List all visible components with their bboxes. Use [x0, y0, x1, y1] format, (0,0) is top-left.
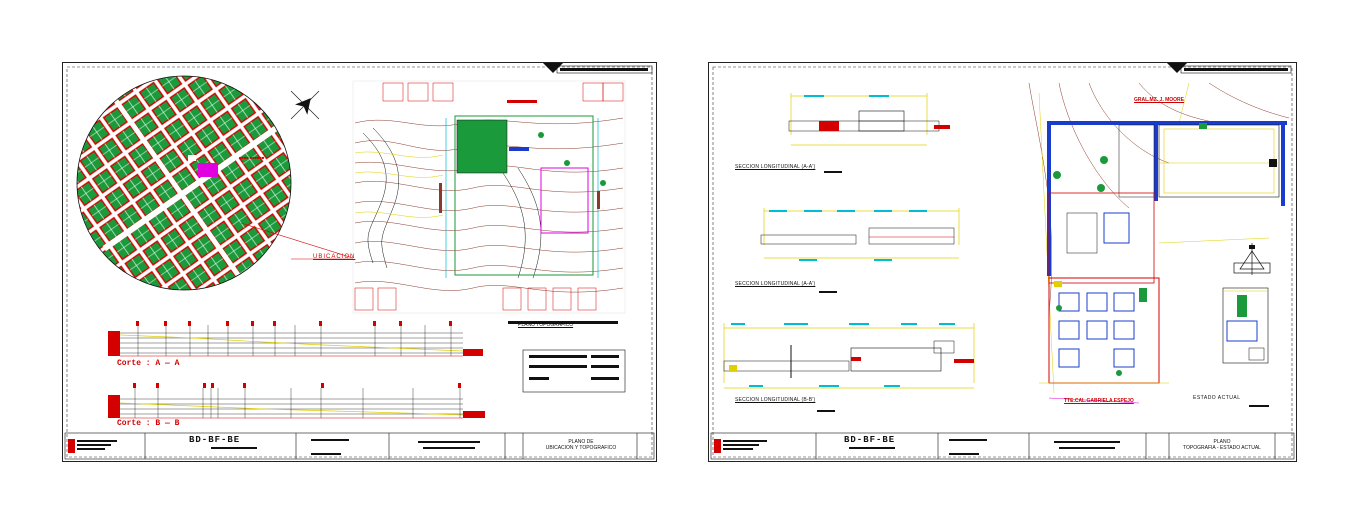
sheet-1-title-line2: UBICACION Y TOPOGRAFICO [545, 445, 617, 451]
topographic-plan [352, 80, 626, 324]
estado-actual-label: ESTADO ACTUAL [1193, 395, 1241, 401]
section-longitudinal-3 [723, 323, 975, 412]
section-label-1: SECCION LONGITUDINAL (A-A') [735, 164, 816, 170]
ubicacion-label: UBICACION [313, 254, 356, 260]
cut-label-b: Corte : B — B [117, 419, 180, 428]
drawing-sheet-location-topographic: ■■■■ ■■■■■■ UBICACION PLANO TOPOGRAFICO … [62, 62, 657, 462]
location-map-circle [76, 75, 354, 291]
sheet-2-title-line2: TOPOGRAFIA - ESTADO ACTUAL [1183, 445, 1261, 451]
north-arrow-2-icon [1233, 243, 1271, 275]
profile-section-b [108, 383, 485, 419]
detail-plan [1222, 287, 1269, 364]
topographic-plan-label: PLANO TOPOGRAFICO [518, 322, 574, 328]
sheet-1-drawing [64, 63, 655, 460]
sheet-2-drawing [710, 63, 1295, 460]
section-label-2: SECCION LONGITUDINAL (A-A') [735, 281, 816, 287]
sheet-2-title-line1: PLANO [1213, 439, 1231, 445]
section-longitudinal-2 [760, 208, 960, 293]
street-label-top: GRAL.MZ. J. MOORE [1134, 97, 1184, 103]
title-block [64, 432, 655, 460]
sheet-1-title: PLANO DE UBICACION Y TOPOGRAFICO [525, 439, 637, 451]
block-code: BD-BF-BE [189, 435, 241, 445]
section-longitudinal-1 [788, 93, 950, 173]
profile-section-a [108, 321, 483, 357]
section-label-3: SECCION LONGITUDINAL (B-B') [735, 397, 816, 403]
cut-label-a: Corte : A — A [117, 359, 180, 368]
legend-box [522, 349, 626, 393]
sheet-1-title-line1: PLANO DE [568, 439, 594, 445]
north-arrow-icon [290, 90, 320, 120]
block-code-2: BD-BF-BE [844, 435, 896, 445]
street-label-bottom: TTE.CAL.GABRIELA ESPEJO [1064, 398, 1134, 404]
drawing-sheet-current-state: SECCION LONGITUDINAL (A-A') SECCION LONG… [708, 62, 1297, 462]
title-block-2 [710, 432, 1295, 460]
location-label-site: ■■■■ ■■■■■■ [239, 155, 265, 160]
current-state-floor-plan [1028, 82, 1290, 407]
sheet-2-title: PLANO TOPOGRAFIA - ESTADO ACTUAL [1169, 439, 1275, 451]
